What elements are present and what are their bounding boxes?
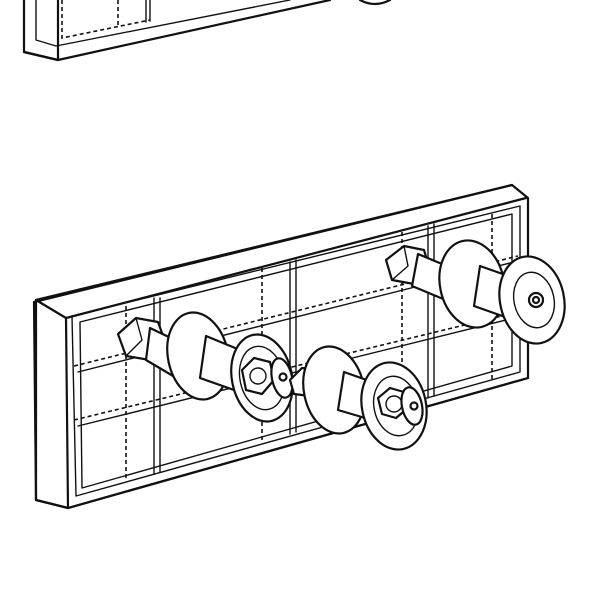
spool-assembly-right [384, 239, 566, 345]
spool-assembly-middle [288, 345, 428, 451]
spool-assembly-left [116, 311, 294, 423]
frame-bottom [32, 183, 530, 510]
partial-frame-top [22, 0, 392, 62]
